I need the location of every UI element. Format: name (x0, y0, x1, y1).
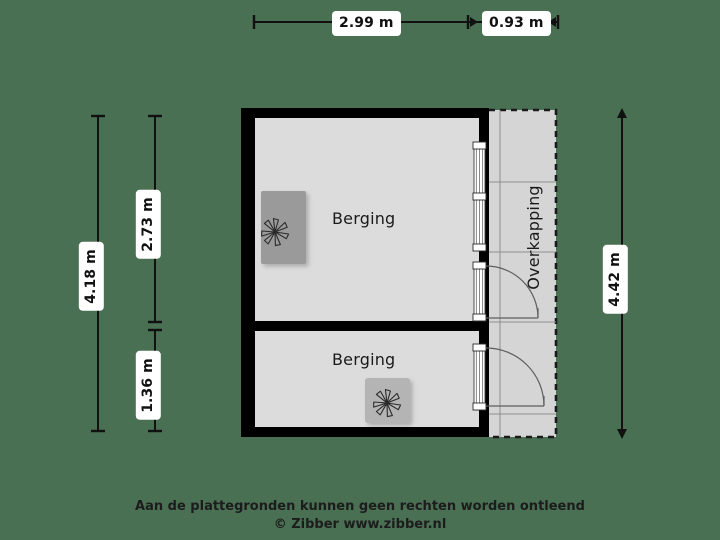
door-lower-right (472, 343, 545, 411)
footer-line-2: © Zibber www.zibber.nl (273, 516, 447, 532)
dimension-label-right-outer-1: 4.42 m (602, 245, 628, 314)
window-upper-right (472, 141, 487, 252)
dimension-label-left-outer-1: 4.18 m (78, 242, 104, 311)
fixture-upper (261, 191, 306, 264)
footer-line-1: Aan de plattegronden kunnen geen rechten… (135, 499, 585, 514)
area-label-canopy: Overkapping (523, 185, 543, 290)
dimension-label-left-inner-2: 1.36 m (135, 351, 161, 420)
fixture-lower (365, 378, 410, 423)
dimension-label-left-inner-1: 2.73 m (135, 190, 161, 259)
dimension-label-top-1: 2.99 m (332, 11, 401, 36)
room-label-lower: Berging (332, 350, 396, 369)
room-label-upper: Berging (332, 209, 396, 228)
area-canopy (489, 108, 558, 439)
footer-disclaimer: Aan de plattegronden kunnen geen rechten… (0, 498, 720, 533)
door-upper-right (472, 261, 539, 322)
dimension-label-top-2: 0.93 m (482, 11, 551, 36)
